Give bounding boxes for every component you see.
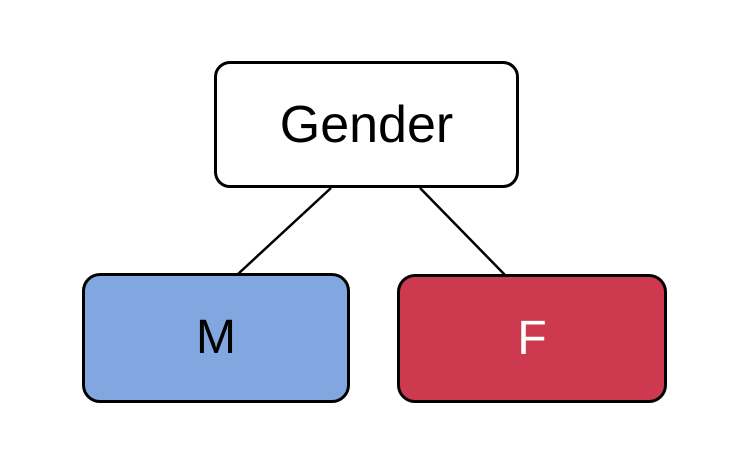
node-f-label: F: [517, 311, 547, 365]
node-m[interactable]: M: [82, 273, 350, 403]
node-gender-label: Gender: [279, 95, 454, 154]
node-f[interactable]: F: [397, 274, 667, 403]
node-m-label: M: [196, 311, 236, 364]
edge-gender-to-f: [419, 187, 506, 276]
node-gender[interactable]: Gender: [214, 61, 519, 188]
edge-gender-to-m: [237, 187, 332, 275]
